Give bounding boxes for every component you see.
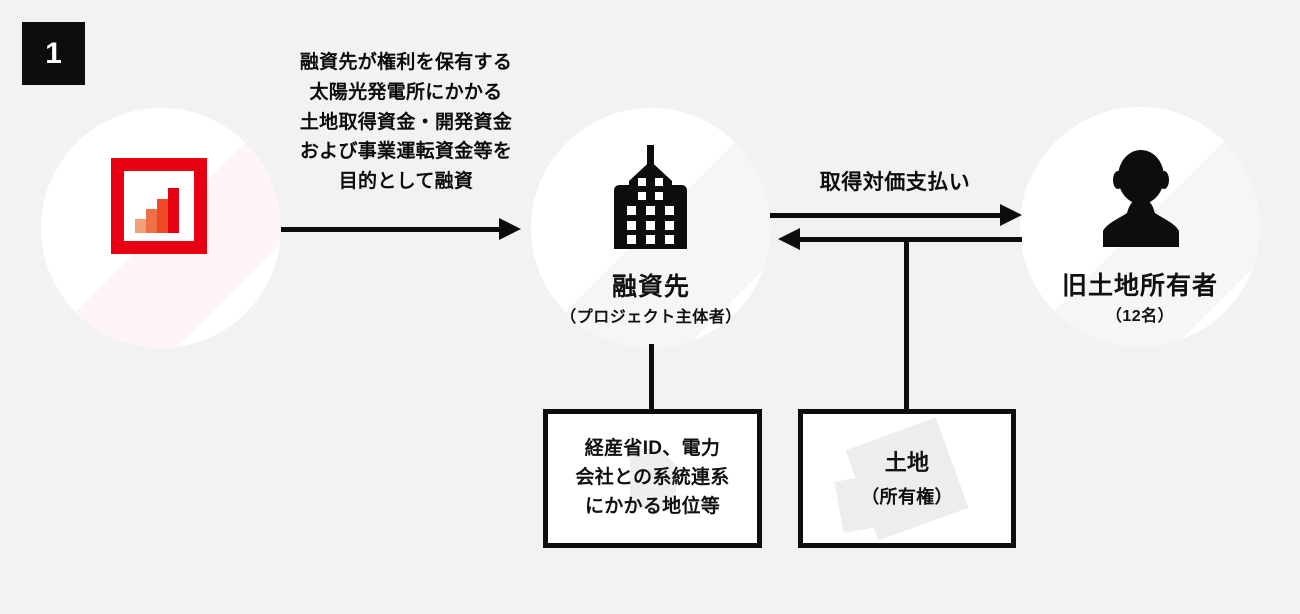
loan-caption-line-3: 土地取得資金・開発資金 bbox=[299, 111, 513, 133]
loan-caption-line-5: 目的として融資 bbox=[338, 171, 474, 193]
asset-box-land: 土地 （所有権） bbox=[798, 409, 1016, 548]
loan-arrow-line bbox=[281, 227, 503, 232]
loan-caption-line-2: 太陽光発電所にかかる bbox=[309, 81, 503, 103]
loan-caption-line-4: および事業運転資金等を bbox=[299, 141, 513, 163]
node-borrower-name: 融資先 bbox=[611, 273, 690, 301]
asset-box-grid-rights: 経産省ID、電力 会社との系統連系 にかかる地位等 bbox=[543, 409, 762, 548]
bar-chart-icon bbox=[111, 158, 207, 254]
chart-bar-1 bbox=[135, 219, 146, 233]
building-icon bbox=[614, 145, 687, 249]
payment-arrow-head bbox=[1000, 204, 1022, 226]
person-icon bbox=[1103, 150, 1179, 247]
node-finance-source bbox=[41, 108, 281, 348]
chart-bar-2 bbox=[146, 209, 157, 233]
land-box-title: 土地 bbox=[884, 450, 930, 476]
node-borrower-role: （プロジェクト主体者） bbox=[560, 308, 742, 326]
land-transfer-arrow-head bbox=[778, 228, 800, 250]
document-watermark-icon bbox=[629, 448, 676, 509]
grid-rights-line-3: にかかる地位等 bbox=[584, 495, 721, 517]
land-box-subtitle: （所有権） bbox=[861, 486, 953, 507]
node-borrower-label: 融資先 （プロジェクト主体者） bbox=[491, 272, 811, 327]
grid-rights-line-2: 会社との系統連系 bbox=[575, 467, 730, 489]
node-landowner-label: 旧土地所有者 （12名） bbox=[980, 271, 1300, 326]
borrower-to-grid-rights-connector bbox=[649, 344, 654, 410]
node-landowner-count: （12名） bbox=[1105, 307, 1175, 325]
land-transfer-to-land-connector bbox=[904, 237, 909, 410]
chart-bar-4 bbox=[168, 188, 179, 233]
loan-arrow-head bbox=[499, 218, 521, 240]
land-transfer-arrow-line bbox=[800, 237, 1022, 242]
payment-flow-caption: 取得対価支払い bbox=[819, 171, 971, 194]
payment-arrow-line bbox=[770, 213, 1002, 218]
chart-bar-3 bbox=[157, 199, 168, 233]
loan-flow-caption: 融資先が権利を保有する 太陽光発電所にかかる 土地取得資金・開発資金 および事業… bbox=[256, 48, 556, 197]
loan-caption-line-1: 融資先が権利を保有する bbox=[299, 52, 513, 73]
grid-rights-line-1: 経産省ID、電力 bbox=[584, 438, 721, 460]
step-number-badge: 1 bbox=[22, 22, 85, 85]
node-landowner-name: 旧土地所有者 bbox=[1061, 272, 1218, 300]
